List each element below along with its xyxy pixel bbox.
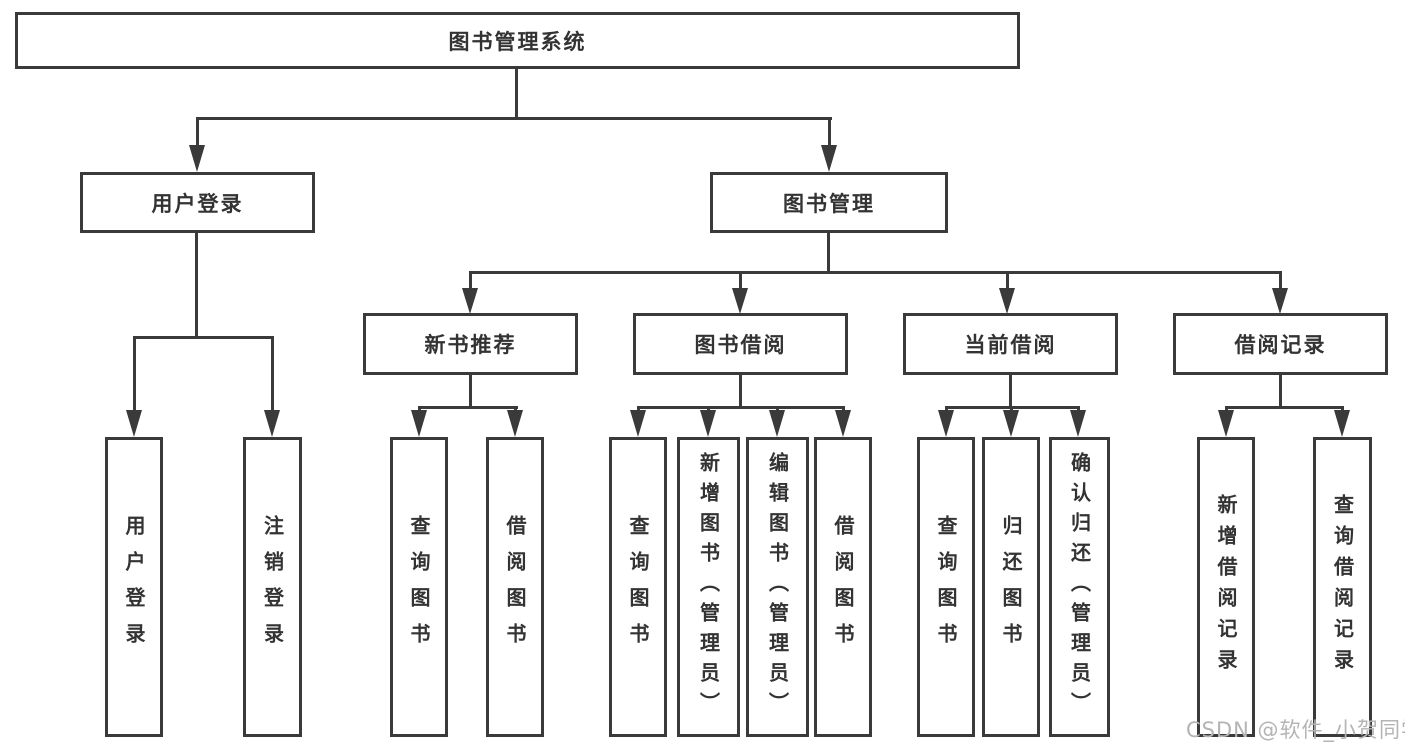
leaf-bb-edit-book: 编辑图书（管理员）	[746, 437, 809, 737]
node-book-borrow: 图书借阅	[633, 313, 848, 375]
arrow-bb-edit-icon	[769, 410, 785, 437]
arrow-nb-borrow-icon	[507, 410, 523, 437]
arrow-book-borrow-icon	[732, 288, 748, 314]
leaf-bb-query-book: 查询图书	[609, 437, 667, 737]
connector-current-borrow-stem	[1006, 271, 1009, 291]
leaf-bb-borrow-book-label: 借阅图书	[831, 515, 855, 659]
connector-book-mgmt-drop	[827, 231, 830, 274]
arrow-leaf-user-login-icon	[126, 410, 142, 437]
arrow-bb-query-icon	[630, 410, 646, 437]
node-user-login: 用户登录	[80, 172, 315, 233]
arrow-br-add-icon	[1218, 410, 1234, 437]
leaf-cb-query-book: 查询图书	[917, 437, 975, 737]
leaf-bb-add-book-label: 新增图书（管理员）	[696, 452, 721, 722]
node-book-management-label: 图书管理	[783, 191, 875, 216]
connector-leaf-logout-stem	[271, 336, 274, 414]
leaf-nb-query-book-label: 查询图书	[407, 515, 431, 659]
leaf-nb-query-book: 查询图书	[390, 437, 448, 737]
arrow-new-book-icon	[462, 288, 478, 314]
connector-book-mgmt-stem	[828, 117, 831, 149]
arrow-borrow-record-icon	[1272, 288, 1288, 314]
arrow-cb-query-icon	[938, 410, 954, 437]
node-user-login-label: 用户登录	[151, 191, 244, 216]
arrow-br-query-icon	[1334, 410, 1350, 437]
connector-br-drop	[1279, 373, 1282, 409]
node-book-management: 图书管理	[710, 172, 948, 233]
node-current-borrow: 当前借阅	[903, 313, 1118, 375]
connector-level2-rail	[469, 271, 1282, 274]
leaf-user-login-label: 用户登录	[122, 515, 146, 659]
leaf-cb-confirm-return: 确认归还（管理员）	[1049, 437, 1110, 737]
node-new-book-recommend-label: 新书推荐	[424, 333, 517, 357]
arrow-cb-return-icon	[1003, 410, 1019, 437]
arrow-leaf-logout-icon	[264, 410, 280, 437]
leaf-bb-edit-book-label: 编辑图书（管理员）	[765, 452, 790, 722]
connector-root-drop	[515, 66, 518, 120]
leaf-cb-query-book-label: 查询图书	[934, 515, 958, 659]
connector-user-login-stem	[196, 117, 199, 149]
connector-user-login-drop	[195, 231, 198, 339]
connector-leaf-user-login-stem	[133, 336, 136, 414]
leaf-br-add-record-label: 新增借阅记录	[1214, 494, 1238, 680]
connector-book-borrow-stem	[739, 271, 742, 291]
connector-level1-rail	[196, 117, 832, 120]
leaf-logout-label: 注销登录	[260, 515, 285, 659]
node-borrow-record-label: 借阅记录	[1234, 333, 1327, 357]
arrow-book-mgmt-icon	[821, 145, 837, 172]
connector-nb-rail	[418, 406, 518, 409]
leaf-user-login: 用户登录	[105, 437, 163, 737]
node-borrow-record: 借阅记录	[1173, 313, 1388, 375]
leaf-nb-borrow-book: 借阅图书	[486, 437, 544, 737]
arrow-current-borrow-icon	[999, 288, 1015, 314]
leaf-br-query-record-label: 查询借阅记录	[1330, 494, 1355, 680]
connector-borrow-record-stem	[1279, 271, 1282, 291]
arrow-nb-query-icon	[411, 410, 427, 437]
arrow-user-login-icon	[189, 145, 205, 172]
leaf-bb-query-book-label: 查询图书	[626, 515, 650, 659]
connector-nb-drop	[469, 373, 472, 409]
leaf-bb-borrow-book: 借阅图书	[814, 437, 872, 737]
leaf-cb-confirm-return-label: 确认归还（管理员）	[1067, 452, 1092, 722]
node-root-label: 图书管理系统	[448, 29, 587, 54]
node-book-borrow-label: 图书借阅	[694, 333, 787, 357]
leaf-bb-add-book: 新增图书（管理员）	[677, 437, 740, 737]
leaf-nb-borrow-book-label: 借阅图书	[503, 515, 527, 659]
connector-cb-drop	[1009, 373, 1012, 409]
leaf-logout: 注销登录	[243, 437, 302, 737]
csdn-watermark: CSDN @软件_小贺同学	[1186, 718, 1405, 742]
arrow-bb-add-icon	[700, 410, 716, 437]
connector-br-rail	[1225, 406, 1344, 409]
node-new-book-recommend: 新书推荐	[363, 313, 578, 375]
leaf-cb-return-book-label: 归还图书	[999, 515, 1023, 659]
arrow-bb-borrow-icon	[835, 410, 851, 437]
leaf-cb-return-book: 归还图书	[982, 437, 1040, 737]
connector-bb-rail	[637, 406, 845, 409]
node-root: 图书管理系统	[15, 12, 1020, 69]
connector-user-login-rail	[133, 336, 274, 339]
arrow-cb-confirm-icon	[1070, 410, 1086, 437]
leaf-br-add-record: 新增借阅记录	[1197, 437, 1255, 737]
connector-bb-drop	[739, 373, 742, 409]
leaf-br-query-record: 查询借阅记录	[1313, 437, 1372, 737]
node-current-borrow-label: 当前借阅	[964, 333, 1057, 357]
connector-new-book-stem	[469, 271, 472, 291]
